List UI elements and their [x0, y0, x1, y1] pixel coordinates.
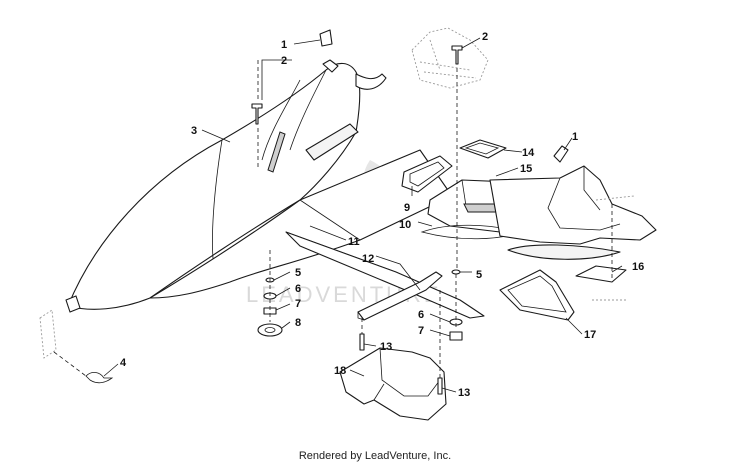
- callout-18: 18: [334, 365, 346, 377]
- footer-credit: Rendered by LeadVenture, Inc.: [298, 450, 452, 462]
- callout-17: 17: [584, 329, 596, 341]
- callout-13-upper: 13: [380, 341, 392, 353]
- callout-labels: 1 2 3 2 1 14 15 9 10 11 12 5 6 7 8 5 16 …: [120, 31, 644, 399]
- alignment-lines: [53, 60, 613, 378]
- pin-part-13-b[interactable]: [437, 377, 443, 395]
- callout-2-right: 2: [482, 31, 488, 43]
- seal-part-17[interactable]: [499, 269, 575, 321]
- screw-part-2-right[interactable]: [451, 45, 463, 65]
- seal-ring-part-9[interactable]: [401, 155, 453, 193]
- frame-assembly[interactable]: [489, 165, 657, 260]
- hood-part-3[interactable]: [39, 59, 387, 359]
- leader-lines: [103, 37, 623, 393]
- callout-6-right: 6: [418, 309, 424, 321]
- nut-part-7-left[interactable]: [263, 307, 277, 315]
- callout-11: 11: [348, 236, 360, 248]
- callout-14: 14: [522, 147, 535, 159]
- pin-part-13-a[interactable]: [359, 333, 365, 351]
- callout-10: 10: [399, 219, 411, 231]
- callout-15: 15: [520, 163, 532, 175]
- callout-8: 8: [295, 317, 301, 329]
- callout-6-left: 6: [295, 283, 301, 295]
- clip-part-1-right[interactable]: [553, 145, 569, 163]
- upper-frame-ghost: [411, 27, 489, 89]
- callout-2-left: 2: [281, 55, 287, 67]
- callout-4: 4: [120, 357, 127, 369]
- plate-part-16[interactable]: [575, 195, 635, 301]
- nut-part-7-right[interactable]: [449, 331, 463, 341]
- hairpin-part-4[interactable]: [85, 372, 114, 384]
- callout-1-top: 1: [281, 39, 287, 51]
- callout-7-left: 7: [295, 298, 301, 310]
- callout-12: 12: [362, 253, 374, 265]
- callout-5-left: 5: [295, 267, 301, 279]
- callout-1-right: 1: [572, 131, 578, 143]
- clip-part-1-top[interactable]: [319, 29, 333, 47]
- callout-13-lower: 13: [458, 387, 470, 399]
- guard-part-18[interactable]: [339, 347, 447, 421]
- washer-part-5-right[interactable]: [451, 269, 461, 275]
- grommet-part-8[interactable]: [257, 323, 283, 337]
- callout-9: 9: [404, 202, 410, 214]
- trim-plate-part-14[interactable]: [459, 139, 507, 159]
- screw-part-2-left[interactable]: [251, 103, 263, 125]
- callout-16: 16: [632, 261, 644, 273]
- callout-3: 3: [191, 125, 197, 137]
- callout-5-right: 5: [476, 269, 482, 281]
- skid-plate-part-11[interactable]: [149, 149, 485, 319]
- callout-7-right: 7: [418, 325, 424, 337]
